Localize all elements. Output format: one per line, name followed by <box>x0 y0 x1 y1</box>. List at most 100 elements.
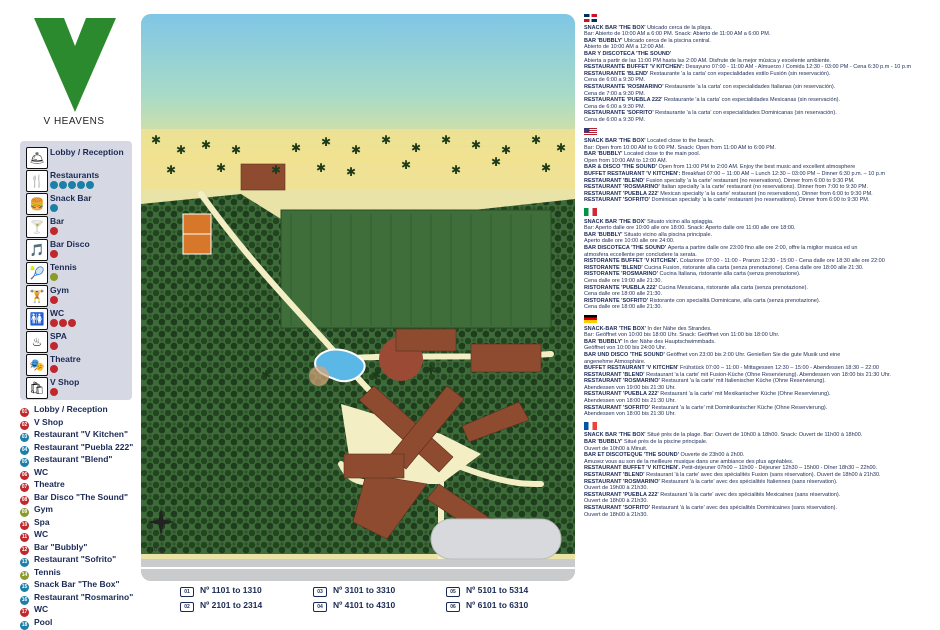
building-number-badge: 06 <box>446 602 460 612</box>
info-line: RESTAURANT 'BLEND' Fusion specialty 'a l… <box>584 177 855 184</box>
info-line: RESTAURANTE 'PUEBLA 222' Restaurante 'a … <box>584 97 840 104</box>
legend-item: 🎭Theatre <box>26 354 130 376</box>
do-flag-icon <box>584 14 936 25</box>
legend-number-dot <box>50 227 58 235</box>
legend-number-dot <box>59 181 67 189</box>
legend-number-dot <box>86 181 94 189</box>
palm-tree: ✱ <box>411 141 421 155</box>
info-line: Ouvert de 18h00 à 21h30. <box>584 511 648 518</box>
numbered-label: Bar "Bubbly" <box>34 541 88 552</box>
info-line: BAR DISCOTECA 'THE SOUND' Aperta a parti… <box>584 245 858 251</box>
numbered-label: Restaurant "Puebla 222" <box>34 441 134 452</box>
legend-label: Restaurants <box>50 170 100 180</box>
info-line: Abendessen von 18:00 bis 21:30 Uhr. <box>584 411 676 418</box>
number-badge: 06 <box>20 470 29 480</box>
tennis-icon: 🎾 <box>26 262 48 284</box>
info-section-it: SNACK BAR 'THE BOX' Situato vicino alla … <box>584 208 936 311</box>
info-section-de: SNACK-BAR 'THE BOX' In der Nähe des Stra… <box>584 314 936 418</box>
parking <box>430 518 562 560</box>
numbered-label: Restaurant "Sofrito" <box>34 554 117 564</box>
theatre-icon: 🎭 <box>26 354 48 376</box>
numbered-label: WC <box>34 529 49 539</box>
palm-tree: ✱ <box>271 163 281 177</box>
legend-label: Bar Disco <box>50 239 90 249</box>
icon-legend: 🛎Lobby / Reception🍴Restaurants🍔Snack Bar… <box>20 141 132 400</box>
building-room-range: Nº 6101 to 6310 <box>466 600 529 610</box>
info-line: Cena de 7:00 a 9:30 PM. <box>584 90 646 97</box>
bar-disco-icon: 🎵 <box>26 239 48 261</box>
palm-tree: ✱ <box>346 165 356 179</box>
gym-icon: 🏋 <box>26 285 48 307</box>
number-badge: 07 <box>20 483 29 492</box>
restaurant-icon: 🍴 <box>26 170 48 192</box>
info-line: RESTAURANT 'PUEBLA 222' Restaurant 'à la… <box>584 491 841 498</box>
number-badge: 12 <box>20 545 29 555</box>
numbered-label: Theatre <box>34 479 65 489</box>
palm-tree: ✱ <box>441 133 451 147</box>
info-line: Aperto dalle ore 10:00 alle ore 24:00. <box>584 238 675 245</box>
palm-tree: ✱ <box>426 363 436 377</box>
palm-tree: ✱ <box>541 161 551 175</box>
palm-trees: ✱✱✱✱✱✱✱✱✱✱✱✱✱✱✱✱✱✱✱✱✱✱✱✱✱✱ <box>151 133 566 382</box>
info-line: SNACK BAR 'THE BOX' Situé près de la pla… <box>584 432 863 439</box>
legend-number-dot <box>50 273 58 281</box>
legend-item: 🏋Gym <box>26 285 130 307</box>
info-line: BUFFET RESTAURANT 'V KITCHEN': Breakfast… <box>584 171 886 178</box>
info-line: BAR 'BUBBLY' Situé près de la piscine pr… <box>584 439 708 446</box>
numbered-label: Pool <box>34 616 53 627</box>
number-badge: 02 <box>20 420 29 430</box>
palm-tree: ✱ <box>231 143 241 157</box>
numbered-label: Lobby / Reception <box>34 404 108 414</box>
shop-icon: 🛍 <box>26 377 48 399</box>
info-line: Cena de 6:00 a 9:30 PM. <box>584 116 646 123</box>
info-line: angenehme Atmosphäre. <box>584 358 646 365</box>
building-room-range: Nº 3101 to 3310 <box>333 585 396 595</box>
legend-number-dot <box>68 319 76 327</box>
info-line: atmosfera eccellente per concludere la s… <box>584 251 697 258</box>
palm-tree: ✱ <box>491 155 501 169</box>
numbered-label: Restaurant "Blend" <box>34 454 113 464</box>
palm-tree: ✱ <box>371 368 381 382</box>
info-line: BAR Y DISCOTECA 'THE SOUND' <box>584 50 672 57</box>
info-line: RISTORANTE 'ROSMARINO' Cucina Italiana, … <box>584 271 801 278</box>
info-line: RISTORANTE BUFFET 'V KITCHEN'. Colazione… <box>584 258 885 265</box>
number-badge: 08 <box>20 495 29 505</box>
wc-icon: 🚻 <box>26 308 48 330</box>
palm-tree: ✱ <box>151 133 161 147</box>
spa-icon: ♨ <box>26 331 48 353</box>
legend-item: 🎾Tennis <box>26 262 130 284</box>
info-line: RESTAURANTE BUFFET 'V KITCHEN': Desayuno… <box>584 64 912 71</box>
numbered-label: Restaurant "V Kitchen" <box>34 429 129 439</box>
info-line: Cena dalle ore 18:00 alle 21:30. <box>584 291 662 298</box>
info-line: RESTAURANT 'ROSMARINO' Restaurant 'à la … <box>584 478 838 485</box>
legend-number-dot <box>50 388 58 396</box>
legend-label: WC <box>50 308 65 318</box>
info-line: RESTAURANT 'BLEND' Restaurant 'à la cart… <box>584 472 881 478</box>
us-flag-icon <box>584 127 936 139</box>
palm-tree: ✱ <box>501 143 511 157</box>
beach <box>141 129 575 189</box>
building-room-range: Nº 4101 to 4310 <box>333 600 396 610</box>
numbered-item: 12 Bar "Bubbly" <box>20 542 150 555</box>
de-flag-icon <box>584 314 936 326</box>
numbered-label: Gym <box>34 504 53 514</box>
building-number-badge: 03 <box>313 587 327 597</box>
legend-item: 🍸Bar <box>26 216 130 238</box>
palm-tree: ✱ <box>166 163 176 177</box>
info-line: Bar: Aperto dalle ore 10:00 alle ore 18:… <box>584 225 796 232</box>
legend-number-dot <box>68 181 76 189</box>
legend-item: 🍔Snack Bar <box>26 193 130 215</box>
v-heavens-logo <box>34 18 116 112</box>
info-line: Abendessen von 18:00 bis 21:30 Uhr. <box>584 398 676 405</box>
brand-name: V HEAVENS <box>43 116 105 127</box>
building-number-badge: 05 <box>446 587 460 597</box>
